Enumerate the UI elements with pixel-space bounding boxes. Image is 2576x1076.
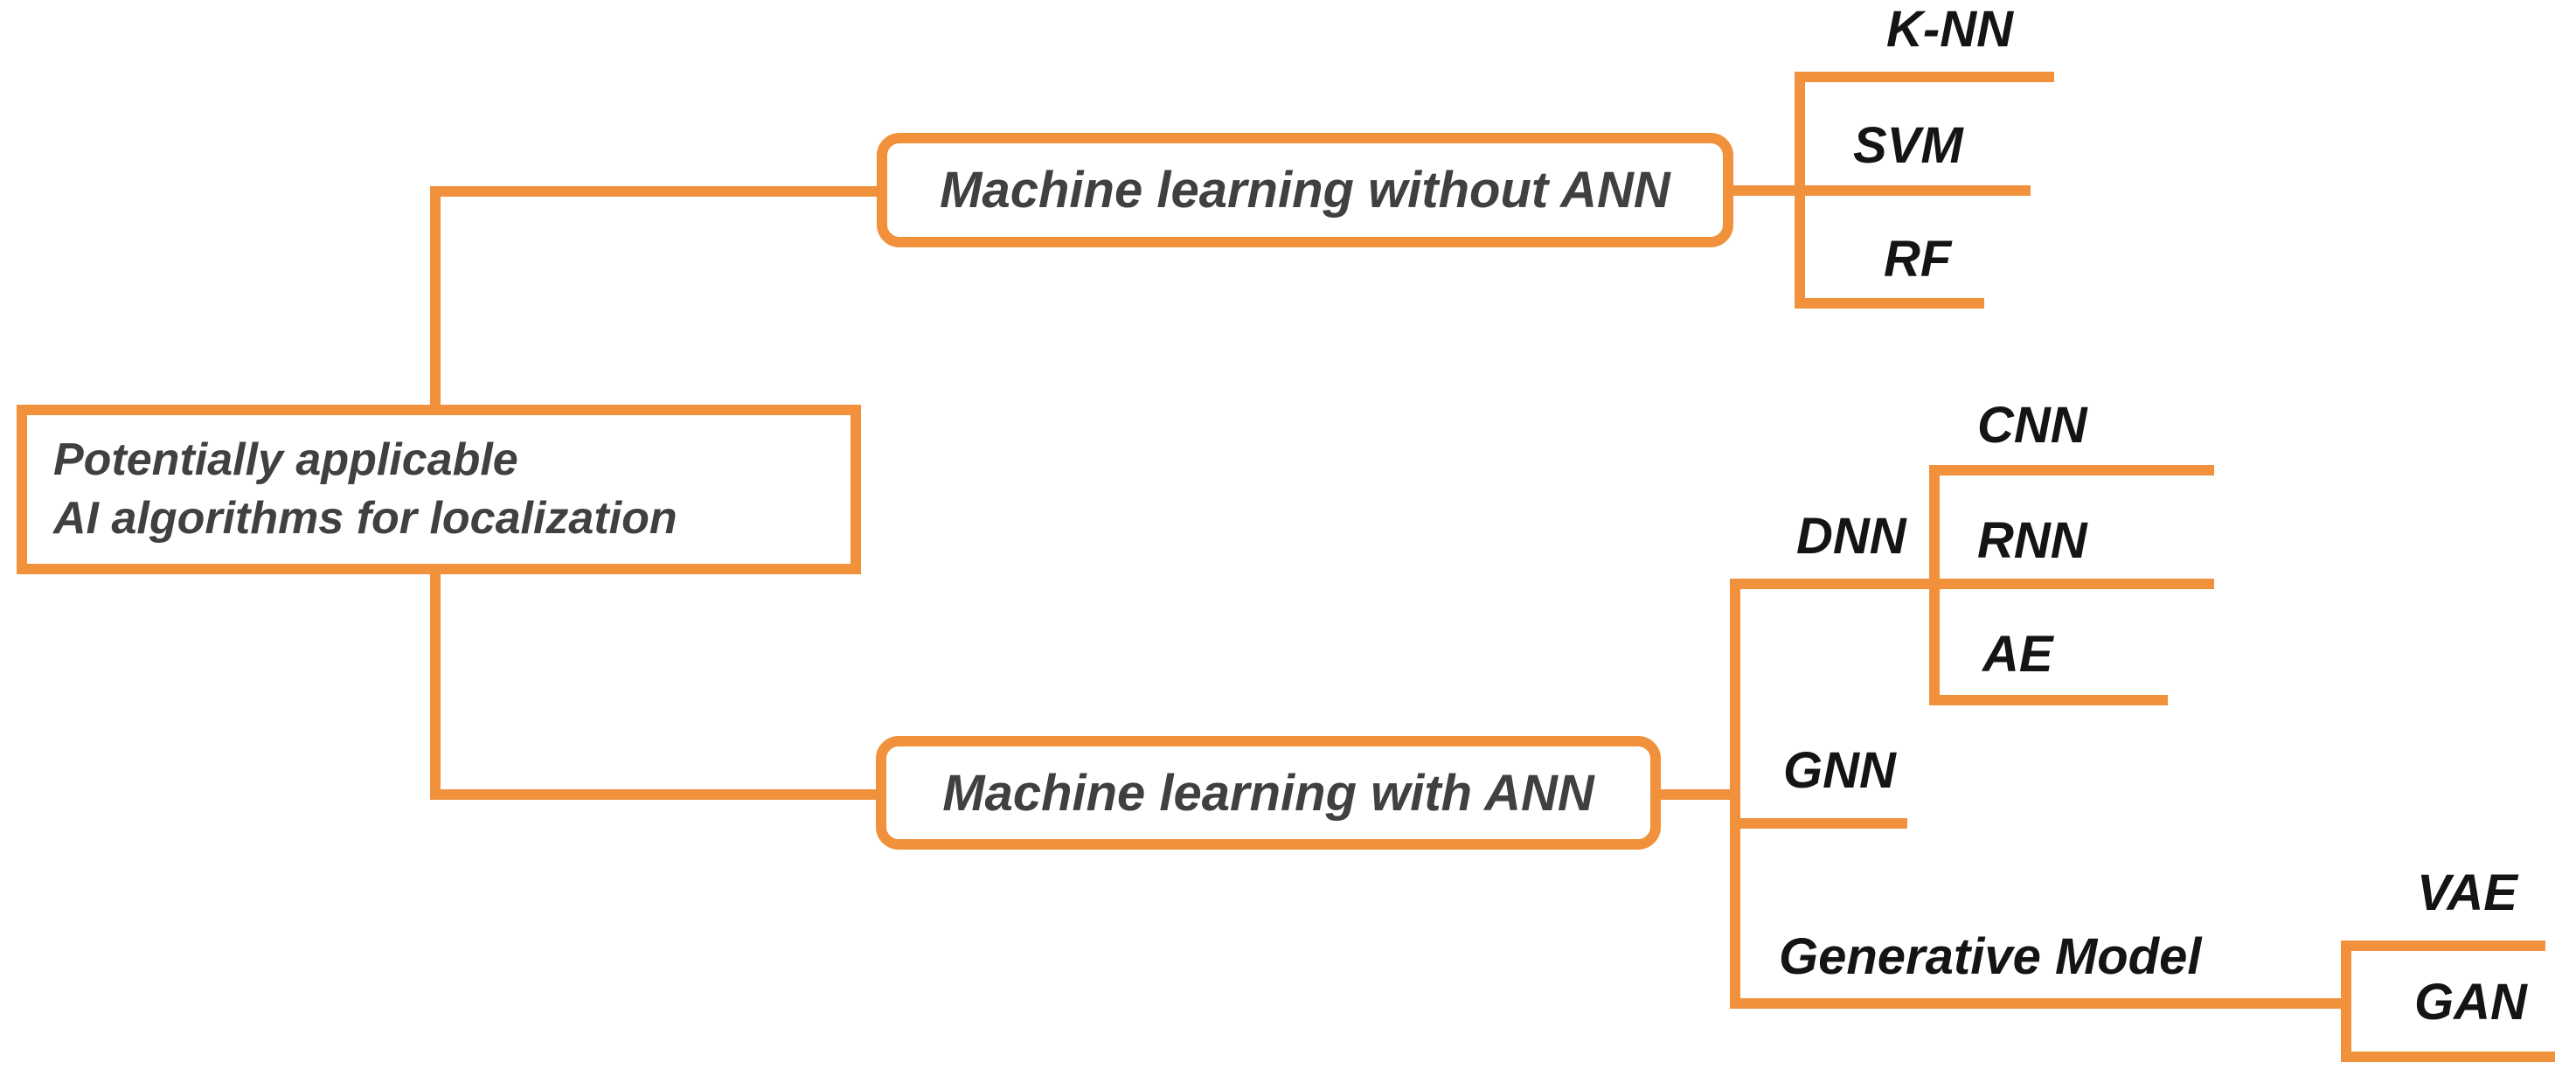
leaf-label-gnn: GNN bbox=[1783, 742, 1896, 799]
dnn-rnn-branch-line bbox=[1730, 579, 2214, 589]
root-top-branch-vertical-line bbox=[430, 186, 441, 405]
vae-branch-line bbox=[2341, 941, 2545, 951]
leaf-label-vae: VAE bbox=[2417, 864, 2517, 921]
root-node: Potentially applicable AI algorithms for… bbox=[17, 405, 861, 574]
gnn-branch-line bbox=[1730, 818, 1907, 829]
root-bottom-branch-vertical-line bbox=[430, 574, 441, 800]
gan-branch-line bbox=[2341, 1052, 2555, 1062]
leaf-label-ae: AE bbox=[1982, 626, 2053, 683]
root-top-branch-horizontal-line bbox=[430, 186, 877, 197]
ae-branch-line bbox=[1929, 695, 2168, 705]
leaf-label-rnn: RNN bbox=[1977, 512, 2087, 569]
with-ann-bracket-vertical-line bbox=[1730, 579, 1740, 1009]
cnn-branch-line bbox=[1929, 465, 2214, 476]
leaf-label-cnn: CNN bbox=[1977, 397, 2087, 454]
node-ml-without-ann: Machine learning without ANN bbox=[877, 133, 1733, 247]
leaf-label-dnn: DNN bbox=[1796, 508, 1906, 565]
rf-branch-line bbox=[1795, 298, 1984, 309]
leaf-label-knn: K-NN bbox=[1886, 1, 2013, 58]
leaf-label-gan: GAN bbox=[2414, 974, 2527, 1031]
generative-model-branch-line bbox=[1730, 998, 2351, 1009]
generative-bracket-vertical-line bbox=[2341, 941, 2351, 1062]
knn-branch-line bbox=[1795, 72, 2054, 82]
with-ann-connector-line bbox=[1661, 789, 1740, 800]
node-ml-with-ann: Machine learning with ANN bbox=[876, 736, 1661, 850]
leaf-label-svm: SVM bbox=[1853, 117, 1963, 174]
root-bottom-branch-horizontal-line bbox=[430, 789, 876, 800]
without-ann-bracket-vertical-line bbox=[1795, 72, 1805, 309]
dnn-bracket-vertical-line bbox=[1929, 465, 1940, 705]
without-ann-connector-svm-line bbox=[1733, 185, 2031, 196]
leaf-label-rf: RF bbox=[1884, 231, 1952, 288]
leaf-label-generative-model: Generative Model bbox=[1779, 928, 2202, 985]
